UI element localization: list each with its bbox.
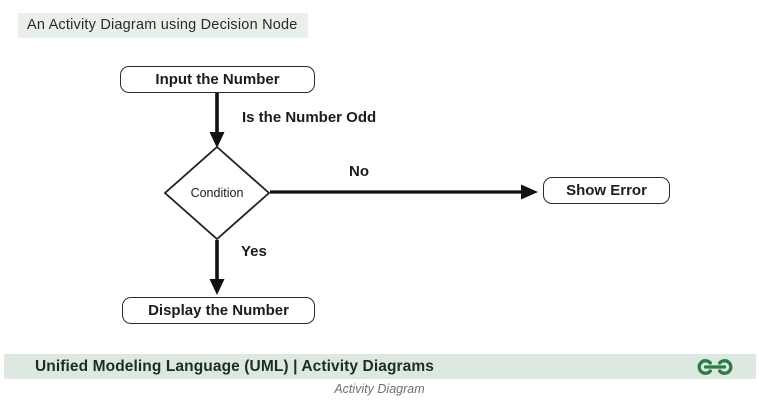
footer-bar: Unified Modeling Language (UML) | Activi…	[4, 354, 756, 379]
node-condition-label: Condition	[165, 186, 269, 200]
arrow-condition-to-display	[209, 240, 225, 295]
yes-text: Yes	[241, 243, 267, 260]
condition-text: Condition	[190, 186, 244, 200]
node-display-the-number: Display the Number	[122, 297, 315, 324]
arrow-input-to-condition	[209, 93, 225, 148]
footer-title: Unified Modeling Language (UML) | Activi…	[35, 357, 434, 375]
image-caption: Activity Diagram	[0, 382, 759, 396]
page-title: An Activity Diagram using Decision Node	[18, 13, 308, 38]
caption-text: Activity Diagram	[334, 382, 425, 396]
decision-diamond-shape	[163, 145, 271, 241]
edge-label-question: Is the Number Odd	[242, 109, 376, 126]
question-text: Is the Number Odd	[242, 109, 377, 126]
geeksforgeeks-logo-icon	[696, 356, 734, 378]
node-input-label: Input the Number	[155, 71, 280, 88]
node-show-error: Show Error	[543, 177, 670, 204]
edge-label-yes: Yes	[241, 243, 267, 260]
node-display-label: Display the Number	[148, 302, 289, 319]
node-show-error-label: Show Error	[566, 182, 647, 199]
no-text: No	[349, 163, 369, 180]
arrow-condition-to-show-error	[270, 184, 538, 200]
edge-label-no: No	[349, 163, 369, 180]
page-title-text: An Activity Diagram using Decision Node	[27, 17, 298, 33]
node-input-the-number: Input the Number	[120, 66, 315, 93]
